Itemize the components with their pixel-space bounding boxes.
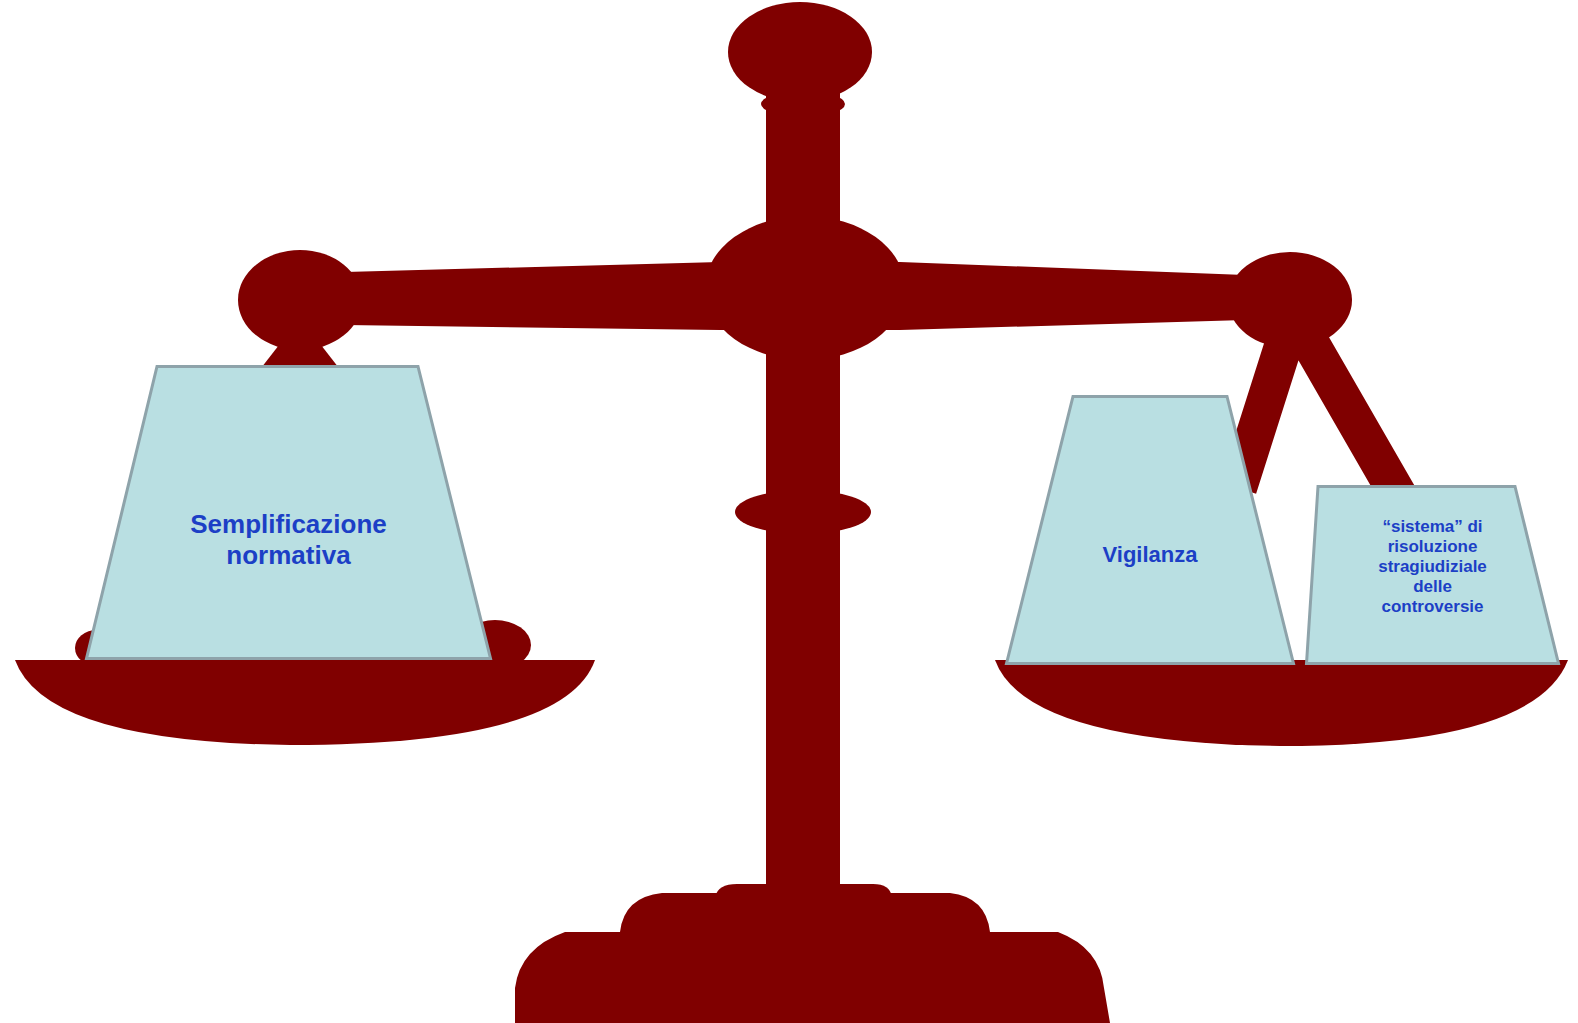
weight-label: “sistema” di risoluzione stragiudiziale … [1364,517,1502,617]
weight-shape [87,367,491,659]
weight-box: Vigilanza [1005,395,1295,665]
weight-box: “sistema” di risoluzione stragiudiziale … [1305,485,1560,665]
weight-box: Semplificazione normativa [85,365,492,660]
weight-outline [1005,395,1295,665]
top-knob [728,2,872,102]
top-neck [761,91,845,117]
right-pan [995,660,1568,746]
weight-label: Semplificazione normativa [169,509,409,570]
pole-collar [735,490,871,534]
weight-shape [1307,487,1559,664]
right-hanger [1238,318,1402,502]
center-hub [705,216,905,360]
weight-label: Vigilanza [1050,542,1250,568]
left-hanger [258,318,342,372]
left-pan [15,660,595,745]
weight-shape [1007,397,1294,664]
base-lower [515,893,1110,1023]
